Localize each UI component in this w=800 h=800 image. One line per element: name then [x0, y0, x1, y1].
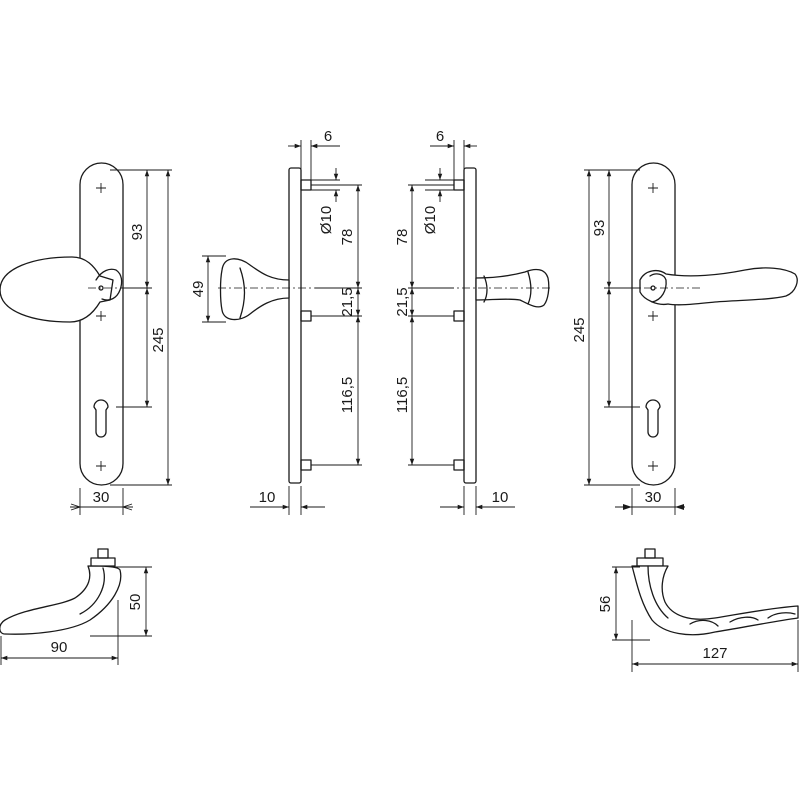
dim-label-10: 10 [492, 489, 509, 506]
front-knob-view: 93 245 30 [0, 162, 172, 515]
backplate-side [463, 167, 477, 484]
dim-label-diameter: Ø10 [422, 206, 439, 234]
screw-boss [300, 179, 312, 191]
dim-label-21-5: 21,5 [394, 287, 411, 316]
rose-top [90, 557, 116, 567]
dim-label-245: 245 [571, 317, 588, 342]
knob-neck [239, 267, 246, 319]
side-knob-view: 6 Ø10 78 21,5 116,5 49 10 [190, 128, 362, 515]
dim-label-10: 10 [259, 489, 276, 506]
grip-grooves [689, 612, 796, 627]
screw-icon [648, 311, 658, 321]
rose-top [636, 557, 664, 567]
cylinder-keyhole [93, 399, 109, 438]
lever-rose [483, 275, 488, 303]
screw-boss [453, 310, 465, 322]
backplate-outline [79, 162, 124, 486]
dim-label-78: 78 [394, 229, 411, 246]
dim-label-6: 6 [436, 128, 444, 145]
lever-rose [649, 273, 667, 303]
dim-label-30: 30 [645, 489, 662, 506]
dim-label-21-5: 21,5 [339, 287, 356, 316]
screw-icon [96, 183, 106, 193]
lever-profile [631, 565, 799, 636]
screw-icon [648, 183, 658, 193]
knob-rose [95, 268, 123, 301]
dim-label-78: 78 [339, 229, 356, 246]
dim-label-56: 56 [597, 596, 614, 613]
backplate-side [288, 167, 302, 484]
dim-label-90: 90 [51, 639, 68, 656]
screw-icon [96, 461, 106, 471]
backplate-outline [631, 162, 676, 486]
dim-label-245: 245 [150, 327, 167, 352]
dim-label-116-5: 116,5 [394, 377, 411, 413]
knob [0, 256, 114, 323]
front-lever-view: 93 245 30 [571, 162, 798, 515]
screw-icon [648, 461, 658, 471]
lever-top-view: 56 127 [597, 548, 799, 672]
side-lever-view: 6 Ø10 78 21,5 116,5 10 [394, 128, 552, 515]
dim-label-49: 49 [190, 281, 207, 298]
knob-top-view: 50 90 [0, 548, 152, 665]
spindle-stub [644, 548, 656, 559]
screw-boss [300, 459, 312, 471]
dim-label-93: 93 [591, 220, 608, 237]
knob-side [219, 258, 290, 321]
lever-handle [639, 267, 798, 306]
dim-label-50: 50 [127, 594, 144, 611]
dim-label-116-5: 116,5 [339, 377, 356, 413]
spindle-stub [97, 548, 109, 559]
dim-label-93: 93 [129, 224, 146, 241]
screw-boss [453, 179, 465, 191]
screw-boss [300, 310, 312, 322]
cylinder-keyhole [645, 399, 661, 438]
dim-label-30: 30 [93, 489, 110, 506]
dim-label-127: 127 [702, 645, 727, 662]
dim-label-diameter: Ø10 [318, 206, 335, 234]
dim-label-6: 6 [324, 128, 332, 145]
screw-boss [453, 459, 465, 471]
screw-icon [96, 311, 106, 321]
knob-profile [0, 565, 122, 635]
